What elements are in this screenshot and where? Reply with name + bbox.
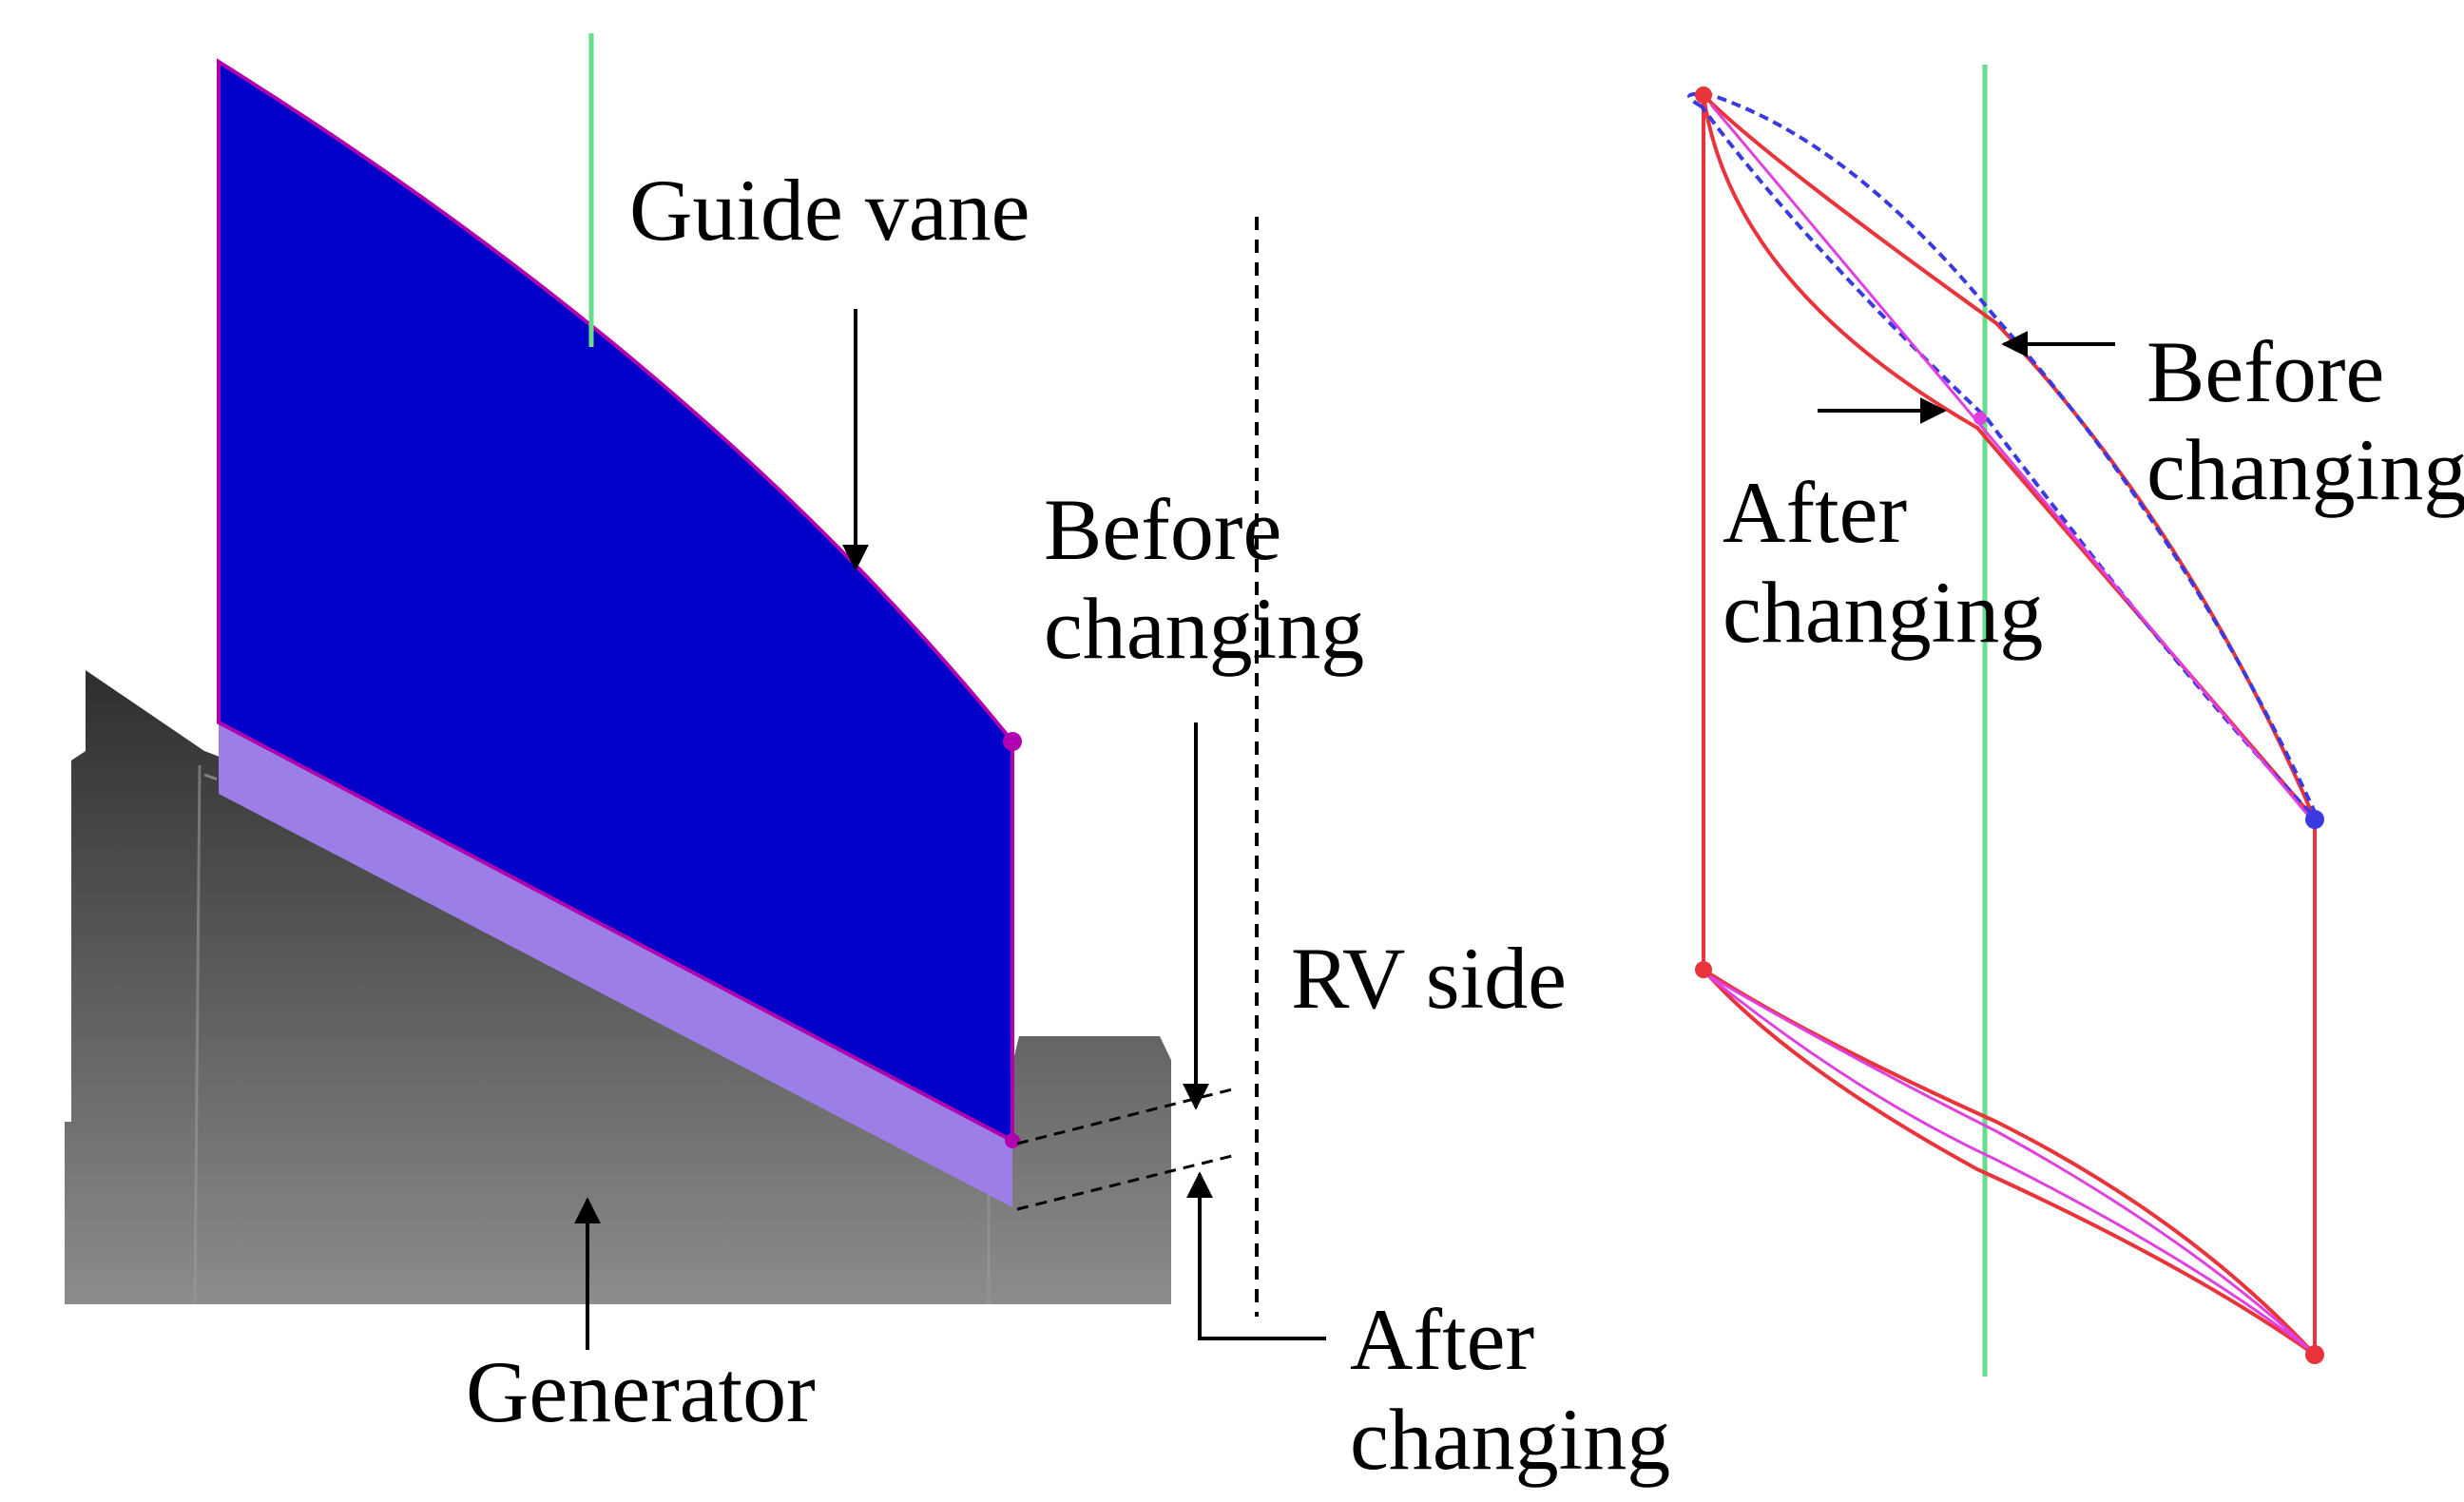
right-profile-view: Before changing After changing xyxy=(1687,65,2464,1377)
top-left-node xyxy=(1695,87,1712,104)
rv-side-label: RV side xyxy=(1291,930,1567,1027)
bottom-left-node xyxy=(1695,961,1712,978)
guide-vane-extension xyxy=(219,722,1012,1207)
after-changing-left-label-line1: After xyxy=(1350,1291,1534,1388)
vane-corner-dot-top xyxy=(1003,732,1022,751)
generator-label: Generator xyxy=(466,1343,816,1440)
after-changing-left-label-line2: changing xyxy=(1350,1391,1670,1488)
after-changing-right-label-line1: After xyxy=(1723,464,1907,561)
after-changing-right-label-line2: changing xyxy=(1723,564,2043,661)
bottom-right-node xyxy=(2305,1345,2324,1364)
guide-vane-face xyxy=(217,58,1014,1145)
guide-vane-label: Guide vane xyxy=(629,162,1030,259)
vane-corner-dot-bottom xyxy=(1005,1133,1020,1148)
left-3d-view: Guide vane Before changing RV side Gener… xyxy=(65,33,1670,1488)
before-changing-right-label-line1: Before xyxy=(2146,323,2384,420)
before-changing-right-label-line2: changing xyxy=(2146,421,2464,518)
before-changing-left-label-line2: changing xyxy=(1044,580,1364,677)
after-changing-left-arrow xyxy=(1186,1171,1326,1340)
mid-node xyxy=(1973,412,1987,425)
before-changing-left-label-line1: Before xyxy=(1044,481,1281,578)
top-right-node xyxy=(2305,810,2324,829)
bottom-profile-magenta xyxy=(1705,972,2312,1352)
bottom-profile-red xyxy=(1702,968,2317,1357)
top-profile-magenta xyxy=(1709,104,2312,818)
